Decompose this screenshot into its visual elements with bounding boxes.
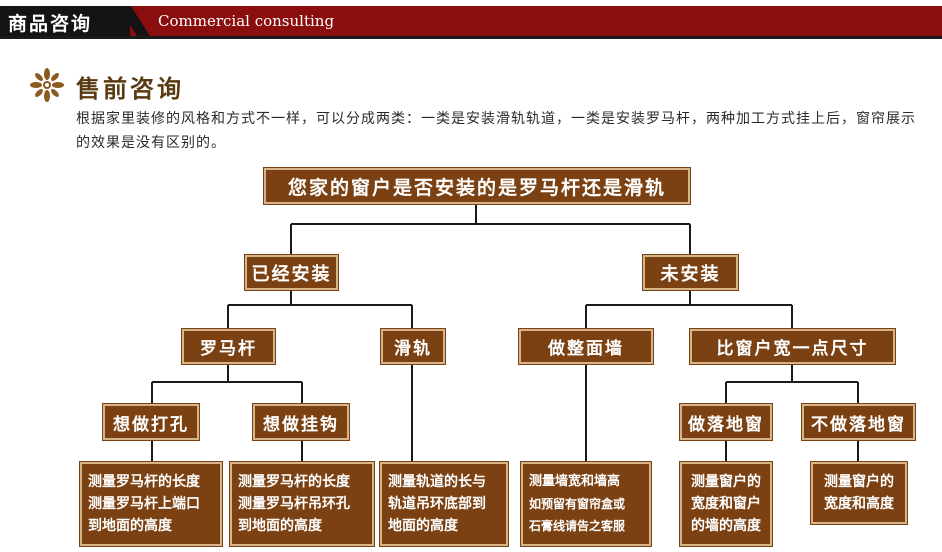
- leaf-line: 测量轨道的长与: [388, 474, 486, 490]
- node-wider-than-window: 比窗户宽一点尺寸: [690, 329, 895, 364]
- leaf-drill-instructions: 测量罗马杆的长度 测量罗马杆上端口 到地面的高度: [80, 462, 222, 546]
- leaf-no-floor-window-instructions: 测量窗户的 宽度和高度: [811, 462, 907, 524]
- ornament-flower-icon: [30, 68, 64, 102]
- leaf-line: 测量罗马杆的长度: [238, 474, 350, 490]
- node-make-wall: 做整面墙: [519, 329, 653, 364]
- leaf-line: 测量罗马杆吊环孔: [238, 496, 350, 512]
- leaf-line: 如预留有窗帘盒或: [529, 497, 626, 511]
- header-title-cn: 商品咨询: [8, 13, 93, 35]
- section-intro: 根据家里装修的风格和方式不一样，可以分成两类：一类是安装滑轨轨道，一类是安装罗马…: [76, 111, 916, 151]
- node-want-hook: 想做挂钩: [253, 404, 349, 440]
- leaf-line: 到地面的高度: [88, 518, 172, 534]
- node-floor-window: 做落地窗: [680, 404, 772, 440]
- header-title-en: Commercial consulting: [158, 12, 335, 30]
- node-roman-rod: 罗马杆: [182, 329, 275, 364]
- node-no-floor-window: 不做落地窗: [802, 404, 915, 440]
- node-installed: 已经安装: [245, 255, 338, 290]
- leaf-line: 的墙的高度: [691, 518, 761, 534]
- leaf-wall-instructions: 测量墙宽和墙高 如预留有窗帘盒或 石膏线请告之客服: [521, 462, 651, 546]
- tree-root-question: 您家的窗户是否安装的是罗马杆还是滑轨: [264, 168, 690, 204]
- node-want-drill: 想做打孔: [103, 404, 199, 440]
- leaf-line: 石膏线请告之客服: [529, 519, 626, 533]
- leaf-line: 宽度和高度: [824, 496, 894, 512]
- leaf-line: 测量罗马杆上端口: [88, 496, 200, 512]
- page-header-bar: 商品咨询 Commercial consulting: [0, 6, 942, 39]
- leaf-rail-instructions: 测量轨道的长与 轨道吊环底部到 地面的高度: [380, 462, 508, 546]
- leaf-line: 轨道吊环底部到: [388, 496, 486, 512]
- leaf-floor-window-instructions: 测量窗户的 宽度和窗户 的墙的高度: [680, 462, 772, 546]
- section-title: 售前咨询: [76, 75, 184, 103]
- node-rail: 滑轨: [381, 329, 445, 364]
- leaf-line: 到地面的高度: [238, 518, 322, 534]
- leaf-line: 测量窗户的: [824, 474, 894, 490]
- header-black-tab: [0, 6, 130, 36]
- leaf-hook-instructions: 测量罗马杆的长度 测量罗马杆吊环孔 到地面的高度: [230, 462, 374, 546]
- node-not-installed: 未安装: [643, 255, 738, 290]
- leaf-line: 测量墙宽和墙高: [529, 474, 621, 489]
- leaf-line: 测量罗马杆的长度: [88, 474, 200, 490]
- leaf-line: 测量窗户的: [691, 474, 761, 490]
- leaf-line: 宽度和窗户: [691, 496, 761, 512]
- leaf-line: 地面的高度: [388, 518, 458, 534]
